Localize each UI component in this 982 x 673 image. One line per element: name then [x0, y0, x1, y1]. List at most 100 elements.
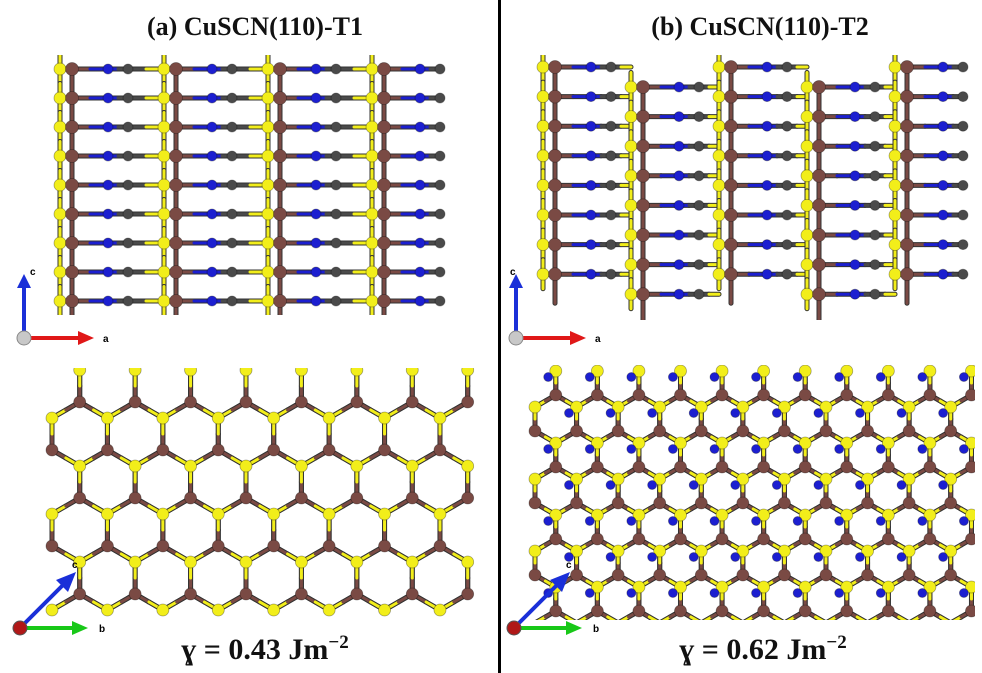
atom-cu: [715, 460, 729, 474]
atom-cu: [377, 120, 391, 134]
atom-c: [781, 150, 793, 162]
atom-s: [322, 603, 336, 617]
atom-n: [585, 239, 597, 251]
atom-cu: [840, 460, 854, 474]
atom-c: [693, 229, 705, 241]
atom-s: [350, 368, 364, 377]
bond: [828, 615, 838, 620]
atom-cu: [944, 424, 958, 438]
atom-n: [206, 208, 218, 220]
atom-cu: [653, 496, 667, 510]
atom-n: [937, 179, 949, 191]
atom-n: [414, 208, 426, 220]
atom-cu: [273, 62, 287, 76]
atom-c: [957, 150, 969, 162]
atom-n: [938, 408, 949, 418]
atom-c: [605, 91, 617, 102]
atom-n: [771, 408, 782, 418]
atom-s: [840, 436, 854, 450]
atom-s: [712, 60, 726, 74]
atom-c: [330, 63, 342, 75]
atom-cu: [778, 424, 791, 438]
atom-n: [206, 63, 218, 75]
atom-s: [800, 287, 814, 301]
atom-c: [226, 266, 238, 278]
atom-s: [712, 178, 726, 192]
atom-n: [834, 372, 845, 382]
atom-cu: [590, 460, 604, 474]
bond: [786, 615, 797, 620]
atom-cu: [674, 388, 687, 402]
atom-n: [688, 408, 699, 418]
atom-cu: [694, 424, 708, 438]
atom-s: [712, 149, 726, 163]
atom-c: [605, 150, 617, 162]
atom-c: [605, 179, 617, 191]
atom-s: [157, 178, 171, 192]
atom-c: [869, 288, 881, 300]
atom-s: [157, 149, 171, 163]
atom-n: [414, 295, 426, 307]
atom-cu: [169, 120, 183, 134]
atom-s: [881, 365, 895, 378]
atom-cu: [548, 208, 562, 222]
atom-cu: [724, 148, 738, 163]
atom-s: [267, 603, 281, 617]
atom-cu: [73, 395, 87, 409]
atom-c: [330, 150, 342, 162]
bond: [952, 615, 963, 620]
atom-cu: [812, 109, 826, 124]
atom-s: [624, 110, 638, 123]
atom-cu: [184, 395, 197, 409]
atom-n: [849, 170, 861, 182]
atom-s: [73, 368, 87, 377]
atom-s: [211, 603, 225, 617]
atom-s: [590, 436, 604, 450]
atom-cu: [273, 207, 287, 221]
atom-cu: [548, 148, 562, 163]
atom-cu: [636, 257, 650, 272]
atom-c: [330, 237, 342, 249]
atom-n: [585, 61, 597, 73]
atom-c: [122, 63, 134, 75]
atom-s: [53, 120, 67, 134]
atom-s: [861, 472, 874, 486]
atom-n: [310, 179, 322, 191]
atom-s: [712, 90, 726, 103]
atom-n: [673, 111, 685, 122]
atom-n: [849, 140, 861, 152]
atom-s: [590, 508, 604, 522]
atom-s: [800, 110, 814, 123]
atom-cu: [433, 539, 447, 553]
atom-cu: [461, 491, 475, 505]
atom-n: [310, 237, 322, 249]
atom-cu: [461, 395, 475, 409]
atom-c: [781, 239, 793, 251]
atom-cu: [322, 443, 336, 457]
atom-n: [673, 229, 685, 241]
atom-n: [730, 408, 741, 418]
atom-s: [295, 459, 308, 473]
atom-s: [157, 236, 171, 250]
atom-n: [102, 295, 114, 307]
atom-cu: [757, 388, 771, 402]
atom-cu: [900, 119, 914, 134]
atom-n: [647, 480, 658, 490]
atom-s: [736, 400, 750, 414]
atom-s: [267, 411, 281, 425]
atom-n: [605, 480, 616, 490]
atom-s: [624, 169, 638, 183]
atom-s: [965, 365, 975, 378]
atom-s: [261, 62, 275, 76]
atom-s: [45, 411, 59, 425]
atom-n: [310, 121, 322, 133]
atom-s: [549, 365, 563, 378]
bond: [537, 615, 547, 620]
atom-s: [800, 228, 814, 242]
atom-n: [688, 480, 699, 490]
atom-s: [156, 411, 170, 425]
atom-s: [549, 436, 563, 450]
atom-s: [405, 459, 419, 473]
atom-c: [957, 120, 969, 132]
atom-c: [122, 208, 134, 220]
